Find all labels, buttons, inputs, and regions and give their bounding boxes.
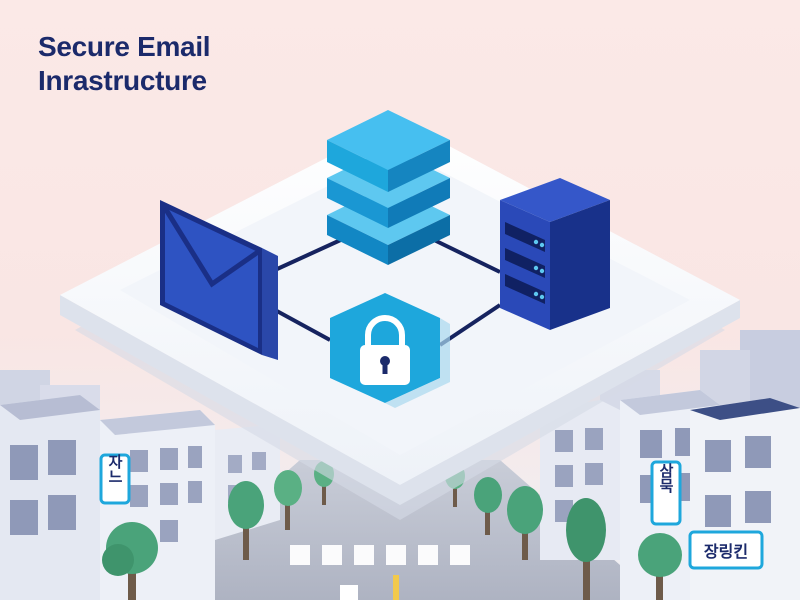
street-sign-right-bottom-text: 장링킨 [704, 542, 748, 561]
street-sign-right-top-text: 삼묵 [657, 463, 675, 494]
connector-database-server [429, 236, 501, 274]
database-icon [327, 110, 450, 265]
tree [228, 481, 264, 560]
road-center-line [393, 575, 399, 600]
envelope-icon [160, 200, 278, 360]
tree [102, 522, 158, 600]
tree [474, 477, 502, 535]
tree [274, 470, 302, 530]
title-line-1: Secure Email [38, 31, 211, 62]
street-sign-left: 자느 [99, 453, 131, 505]
street-sign-right-top: 삼묵 [650, 460, 682, 526]
street-sign-left-text: 자느 [106, 454, 124, 484]
connection-lines [274, 236, 502, 347]
street-sign-right-bottom: 장링킨 [688, 530, 764, 570]
tree [638, 533, 682, 600]
padlock-icon [330, 293, 450, 408]
diagram-title: Secure Email Inrastructure [38, 30, 398, 98]
crosswalk [290, 545, 470, 565]
server-rack-icon [500, 178, 610, 330]
connector-envelope-database [274, 236, 346, 272]
tree [507, 486, 543, 560]
connector-envelope-lock [274, 308, 331, 342]
tree [566, 498, 606, 600]
title-line-2: Inrastructure [38, 65, 207, 96]
trees [102, 461, 682, 600]
